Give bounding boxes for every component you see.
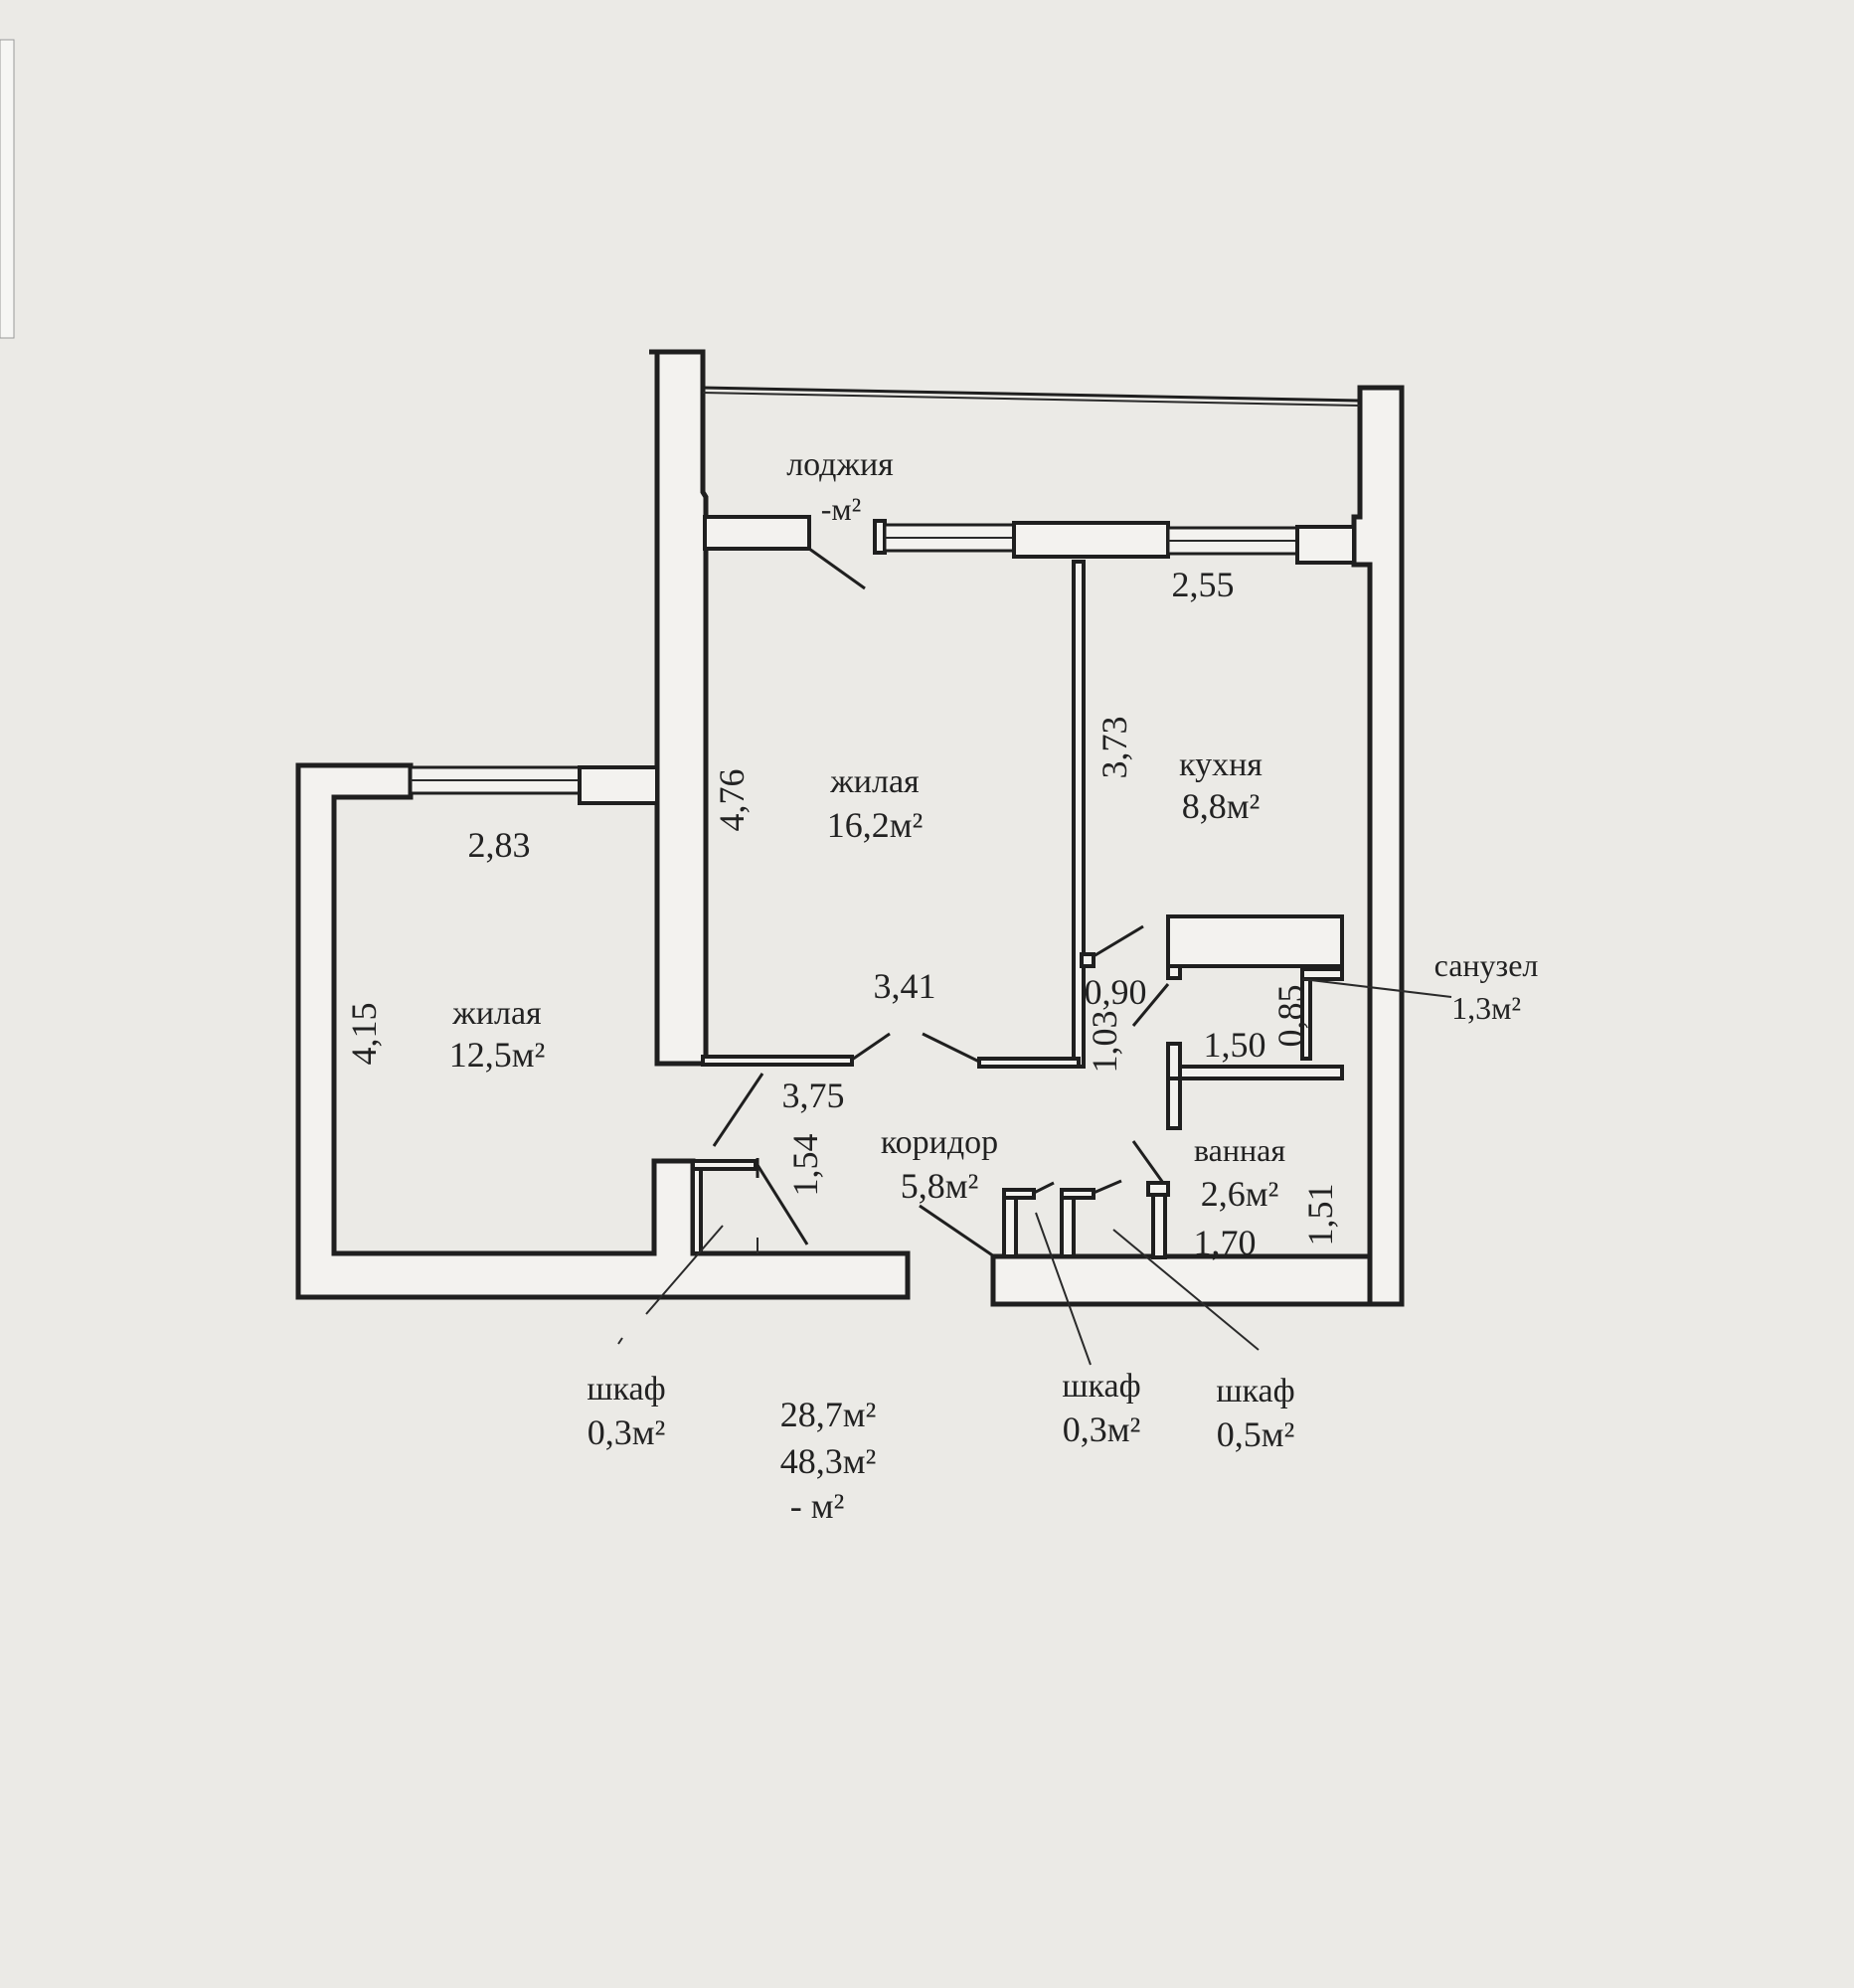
entry-door-swing: [919, 1204, 995, 1258]
closet-3-area: 0,5м²: [1217, 1414, 1295, 1454]
closet-3-name: шкаф: [1216, 1373, 1294, 1409]
dim-living-small-height: 4,15: [344, 1003, 384, 1066]
wall-loggia-right: [1351, 385, 1405, 1307]
corridor-area: 5,8м²: [901, 1166, 979, 1206]
closet-2-door: [1033, 1181, 1055, 1195]
kitchen-area: 8,8м²: [1182, 786, 1261, 826]
dim-living-large-width: 3,41: [874, 966, 936, 1006]
closet-1-left: [691, 1167, 703, 1255]
leader-closet-2: [1035, 1212, 1092, 1366]
wall-segment-2: [1012, 521, 1170, 559]
wall-large-room-bottom-left: [701, 1055, 854, 1067]
closet-3-top: [1060, 1188, 1096, 1200]
loggia-rail: [702, 386, 1361, 403]
leader-closet-1-tick: [617, 1337, 623, 1345]
wall-bath-door-cap: [1146, 1181, 1170, 1197]
door-kitchen-stub: [1080, 952, 1096, 968]
closet-2-area: 0,3м²: [1063, 1409, 1141, 1449]
total-living-area: 28,7м²: [780, 1395, 877, 1434]
closet-1-name: шкаф: [587, 1371, 665, 1408]
leader-closet-3: [1112, 1229, 1260, 1351]
kitchen-name: кухня: [1179, 746, 1263, 783]
closet-1-door: [756, 1164, 809, 1245]
closet-3-door: [1093, 1179, 1122, 1195]
loggia-name: лоджия: [786, 446, 894, 483]
door-large-room-right-leaf: [922, 1032, 980, 1064]
door-large-room-left-leaf: [851, 1032, 891, 1062]
dim-bath-width: 1,70: [1194, 1223, 1257, 1262]
wall-segment-1: [703, 515, 811, 551]
wall-bath-left: [1166, 1077, 1182, 1130]
leader-closet-1: [645, 1225, 724, 1315]
loggia-rail-inner: [702, 392, 1361, 407]
living-large-area: 16,2м²: [827, 805, 924, 845]
page-edge-strip: [0, 39, 15, 339]
wc-wall-stub: [1166, 964, 1182, 980]
dim-living-large-height: 4,76: [712, 769, 752, 832]
dim-bath-depth: 1,51: [1300, 1184, 1340, 1246]
living-small-area: 12,5м²: [449, 1035, 546, 1075]
living-small-name: жилая: [451, 995, 542, 1032]
total-area: 48,3м²: [780, 1441, 877, 1481]
closet-3-left: [1060, 1191, 1076, 1258]
dim-living-small-width: 2,83: [468, 825, 531, 865]
dim-wc-width: 1,50: [1204, 1025, 1266, 1065]
wall-loggia-left: [649, 349, 709, 1067]
total-extra-area: - м²: [790, 1486, 845, 1526]
dim-door-kitchen: 0,90: [1085, 972, 1147, 1012]
bathroom-area: 2,6м²: [1201, 1174, 1279, 1214]
door-bath-swing: [1131, 1140, 1165, 1184]
closet-1-area: 0,3м²: [588, 1412, 666, 1452]
wc-name: санузел: [1434, 947, 1539, 983]
wall-small-room-pier: [578, 765, 659, 805]
leader-wc: [1301, 978, 1452, 998]
door-loggia-swing: [808, 547, 866, 590]
door-wc-swing: [1131, 983, 1170, 1027]
closet-2-top-left: [1002, 1188, 1036, 1200]
dim-kitchen-width: 2,55: [1172, 565, 1235, 604]
wc-area: 1,3м²: [1451, 990, 1521, 1026]
wall-kitchen-partition: [1072, 560, 1086, 1069]
wc-fixture-block: [1166, 914, 1344, 968]
wall-segment-3: [1295, 525, 1356, 565]
closet-1-top: [691, 1159, 758, 1171]
living-large-name: жилая: [829, 763, 920, 800]
dim-kitchen-height: 3,73: [1095, 717, 1134, 779]
closet-2-left: [1002, 1191, 1018, 1258]
dim-corridor-depth: 1,54: [785, 1134, 825, 1197]
loggia-area: -м²: [821, 491, 862, 527]
closet-2-name: шкаф: [1062, 1368, 1140, 1405]
dim-wc-depth: 0,85: [1270, 985, 1310, 1048]
dim-corridor-width: 3,75: [782, 1076, 845, 1115]
door-small-room-swing: [712, 1073, 764, 1147]
bathroom-name: ванная: [1194, 1132, 1285, 1168]
wall-small-room-outer: [295, 762, 911, 1300]
wall-large-room-bottom-right: [977, 1057, 1081, 1069]
corridor-name: коридор: [881, 1124, 998, 1161]
wall-bottom-right: [990, 1253, 1373, 1307]
wc-ledge: [1300, 967, 1344, 981]
dim-door-wc: 1,03: [1085, 1011, 1124, 1074]
wall-bath-door-jamb: [1151, 1186, 1167, 1259]
wall-wc-bath: [1166, 1065, 1344, 1080]
